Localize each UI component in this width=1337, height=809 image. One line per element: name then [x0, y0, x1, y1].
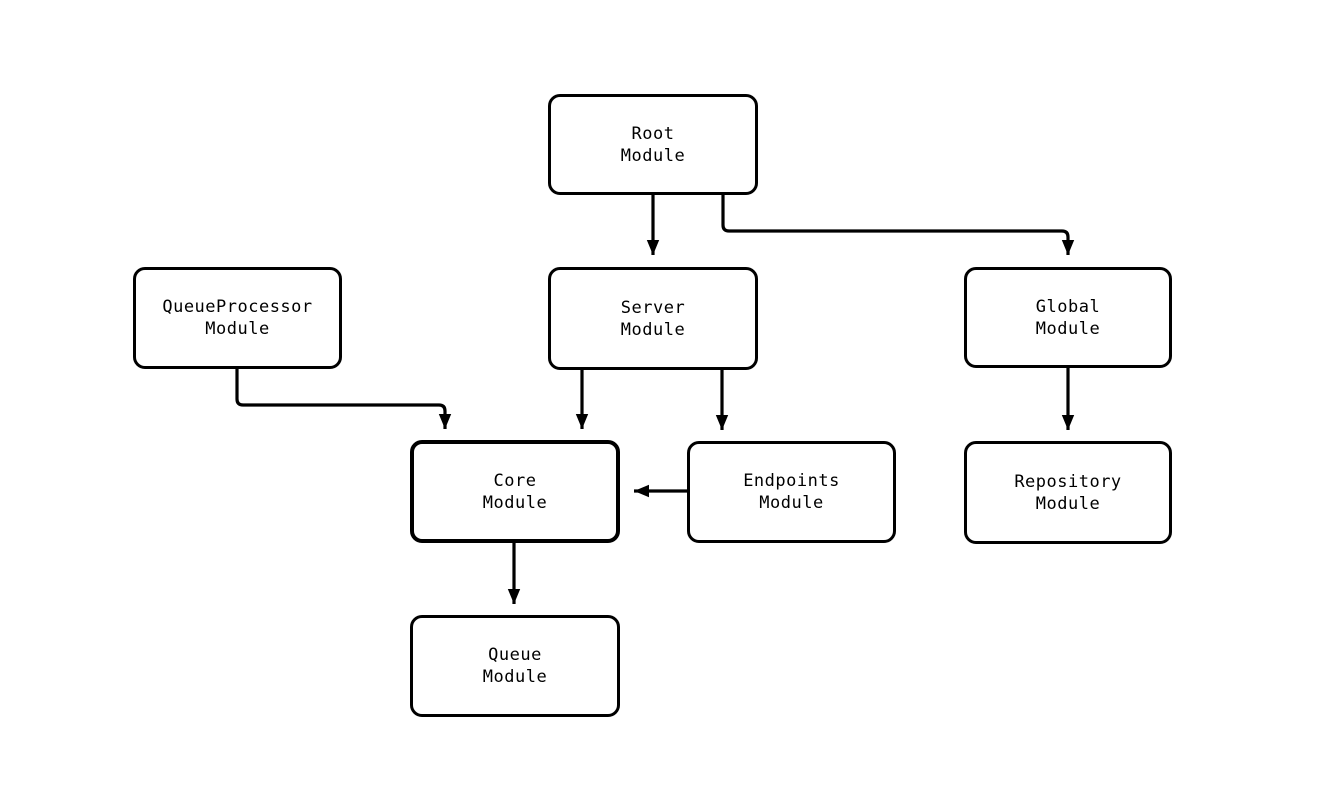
node-global[interactable]: Global Module: [964, 267, 1172, 368]
node-repository[interactable]: Repository Module: [964, 441, 1172, 544]
node-root[interactable]: Root Module: [548, 94, 758, 195]
node-endpoints[interactable]: Endpoints Module: [687, 441, 896, 543]
node-queue[interactable]: Queue Module: [410, 615, 620, 717]
node-endpoints-label: Endpoints Module: [743, 471, 840, 513]
node-core-label: Core Module: [482, 470, 548, 513]
node-queueprocessor[interactable]: QueueProcessor Module: [133, 267, 342, 369]
node-global-label: Global Module: [1035, 296, 1101, 339]
edge-queueprocessor-to-core: [235, 369, 452, 429]
node-queue-label: Queue Module: [482, 645, 548, 687]
node-server[interactable]: Server Module: [548, 267, 758, 370]
edge-root-to-global: [721, 195, 1075, 255]
node-queueprocessor-label: QueueProcessor Module: [162, 297, 313, 339]
node-core[interactable]: Core Module: [410, 440, 620, 543]
node-repository-label: Repository Module: [1014, 471, 1122, 514]
node-server-label: Server Module: [620, 297, 686, 340]
node-root-label: Root Module: [620, 123, 686, 166]
